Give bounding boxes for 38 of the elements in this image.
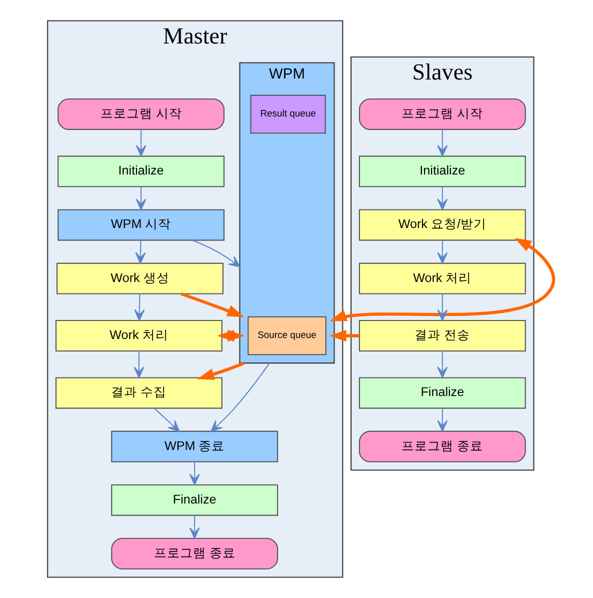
node-box: 결과 수집 — [55, 377, 222, 409]
node-box: Finalize — [111, 484, 278, 516]
node-box: Finalize — [358, 377, 526, 409]
arrow — [330, 238, 556, 322]
node-box: 프로그램 종료 — [111, 538, 278, 570]
node-box: Work 처리 — [55, 320, 222, 352]
arrow — [136, 129, 146, 157]
arrow — [189, 462, 200, 486]
node-box: Work 생성 — [56, 262, 224, 294]
arrow — [136, 186, 146, 210]
node-box: Initialize — [58, 156, 225, 188]
arrow — [189, 515, 200, 539]
arrow — [437, 408, 448, 432]
node-box: Work 처리 — [358, 262, 526, 294]
arrow — [197, 362, 245, 380]
node-box: Result queue — [250, 94, 326, 134]
node-box: Initialize — [358, 156, 526, 188]
node-box: WPM 시작 — [58, 209, 225, 241]
node-box: WPM 종료 — [111, 430, 278, 462]
node-box: Work 요청/받기 — [358, 209, 526, 241]
arrow — [134, 294, 145, 321]
arrow — [180, 292, 244, 318]
arrow — [330, 330, 360, 342]
arrow — [437, 240, 448, 264]
arrow — [192, 240, 240, 268]
arrow — [437, 294, 448, 321]
arrow — [154, 408, 180, 432]
arrow — [437, 129, 448, 157]
arrow — [210, 362, 270, 432]
arrow — [134, 351, 144, 378]
node-box: 프로그램 종료 — [358, 430, 526, 462]
node-box: 결과 전송 — [358, 320, 526, 352]
node-box: 프로그램 시작 — [358, 98, 526, 130]
node-box: Source queue — [248, 316, 326, 356]
arrow — [437, 351, 448, 378]
arrow — [135, 240, 146, 264]
arrow — [437, 186, 448, 210]
node-box: 프로그램 시작 — [58, 98, 225, 130]
